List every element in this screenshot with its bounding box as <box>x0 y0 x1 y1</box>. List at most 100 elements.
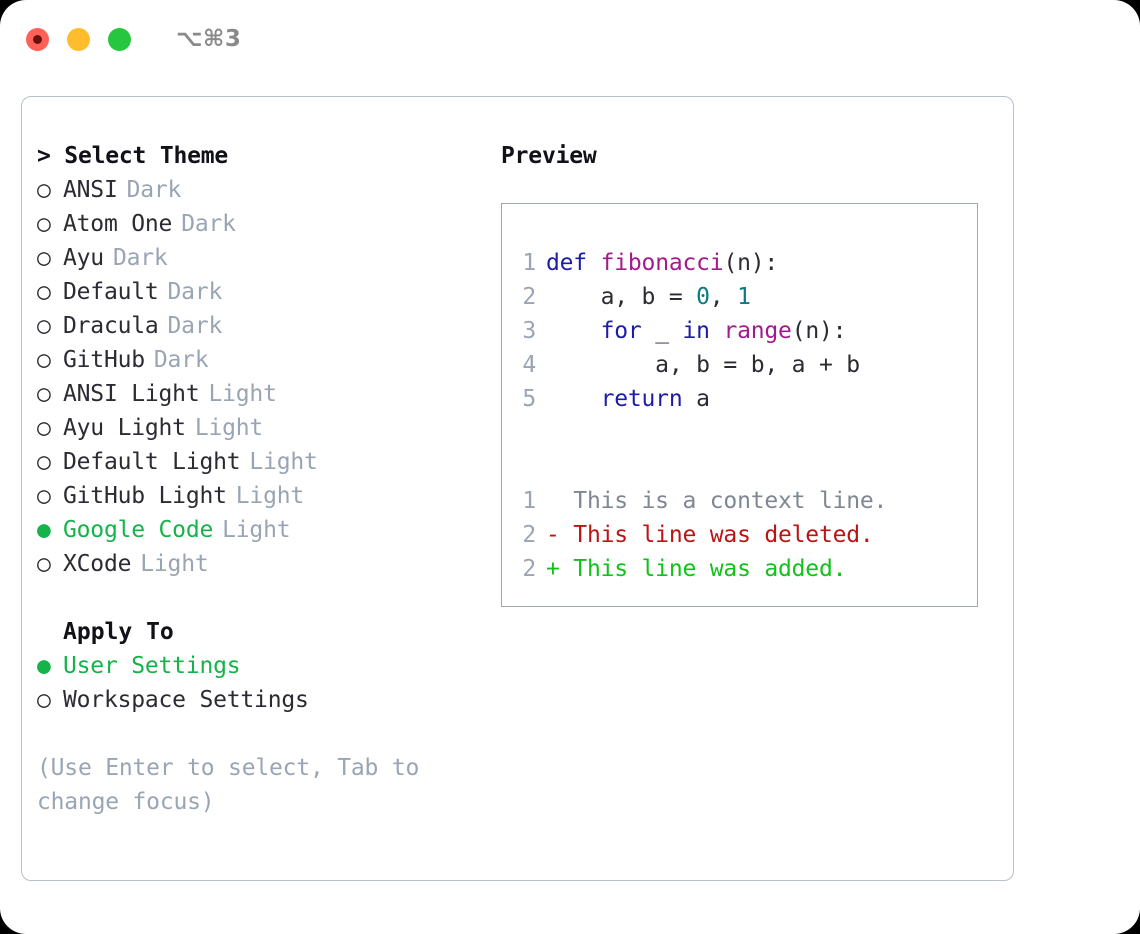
code-token-plain <box>546 386 601 412</box>
theme-option-label: GitHub <box>63 347 145 373</box>
code-token-num: 1 <box>737 284 751 310</box>
diff-line-text: This line was added. <box>559 556 847 582</box>
radio-unselected-icon[interactable]: ○ <box>37 347 51 373</box>
code-line: 3 for _ in range(n): <box>516 314 977 348</box>
theme-option-label: GitHub Light <box>63 483 227 509</box>
theme-variant-badge: Light <box>235 483 305 509</box>
select-theme-header: > Select Theme <box>37 143 229 169</box>
theme-option-xcode[interactable]: ○ XCode Light <box>37 547 492 581</box>
theme-option-label: Ayu <box>63 245 104 271</box>
window-controls <box>26 27 131 51</box>
apply-to-option-workspace-settings[interactable]: ○ Workspace Settings <box>37 683 492 717</box>
keyboard-hint-text: (Use Enter to select, Tab to change focu… <box>37 755 433 815</box>
radio-unselected-icon[interactable]: ○ <box>37 551 51 577</box>
code-token-plain <box>587 250 601 276</box>
line-number: 3 <box>522 318 536 344</box>
code-token-num: 0 <box>696 284 710 310</box>
theme-option-label: Default Light <box>63 449 241 475</box>
line-number: 5 <box>522 386 536 412</box>
theme-variant-badge: Dark <box>126 177 182 203</box>
code-token-plain <box>546 318 601 344</box>
code-token-plain: a <box>682 386 710 412</box>
code-diff-spacer <box>516 416 977 450</box>
radio-unselected-icon[interactable]: ○ <box>37 279 51 305</box>
radio-unselected-icon[interactable]: ○ <box>37 415 51 441</box>
line-number: 2 <box>522 556 536 582</box>
theme-variant-badge: Light <box>249 449 318 475</box>
theme-variant-badge: Light <box>194 415 264 441</box>
titlebar: ⌥⌘3 <box>0 0 1140 78</box>
theme-variant-badge: Dark <box>112 245 168 271</box>
code-line: 2 a, b = 0, 1 <box>516 280 977 314</box>
theme-option-label: Dracula <box>63 313 159 339</box>
code-token-kw: in <box>682 318 710 344</box>
close-button[interactable] <box>26 27 49 51</box>
theme-option-dracula[interactable]: ○ Dracula Dark <box>37 309 492 343</box>
radio-unselected-icon[interactable]: ○ <box>37 211 51 237</box>
radio-unselected-icon[interactable]: ○ <box>37 245 51 271</box>
diff-sample: 1 This is a context line. 2- This line wa… <box>516 484 977 586</box>
radio-unselected-icon[interactable]: ○ <box>37 313 51 339</box>
code-token-kw: def <box>546 250 587 276</box>
theme-option-ayu[interactable]: ○ Ayu Dark <box>37 241 492 275</box>
diff-marker: + <box>546 556 560 582</box>
theme-option-default-light[interactable]: ○ Default Light Light <box>37 445 492 479</box>
apply-to-option-user-settings[interactable]: ● User Settings <box>37 649 492 683</box>
theme-option-ansi[interactable]: ○ ANSI Dark <box>37 173 492 207</box>
code-token-plain: (n): <box>723 250 779 276</box>
theme-variant-badge: Dark <box>167 313 223 339</box>
line-number: 4 <box>522 352 536 378</box>
code-diff-spacer-2 <box>516 450 977 484</box>
diff-line-text: This is a context line. <box>559 488 888 514</box>
radio-selected-icon[interactable]: ● <box>37 517 51 543</box>
code-line-text: a, b = 0, 1 <box>546 280 751 314</box>
radio-unselected-icon[interactable]: ○ <box>37 483 51 509</box>
radio-unselected-icon[interactable]: ○ <box>37 381 51 407</box>
code-token-plain <box>710 318 724 344</box>
radio-unselected-icon[interactable]: ○ <box>37 687 51 713</box>
code-line: 5 return a <box>516 382 977 416</box>
maximize-button[interactable] <box>108 27 131 51</box>
apply-to-option-label: Workspace Settings <box>63 687 309 713</box>
theme-variant-badge: Light <box>140 551 209 577</box>
diff-marker: - <box>546 522 560 548</box>
theme-variant-badge: Light <box>222 517 291 543</box>
preview-header: Preview <box>501 143 597 169</box>
code-token-kw: return <box>600 386 683 412</box>
code-token-fn: fibonacci <box>600 250 724 276</box>
diff-line-text: This line was deleted. <box>559 522 874 548</box>
line-number: 1 <box>522 488 536 514</box>
theme-option-label: XCode <box>63 551 132 577</box>
radio-selected-icon[interactable]: ● <box>37 653 51 679</box>
diff-marker <box>546 484 560 518</box>
apply-to-option-label: User Settings <box>63 653 241 679</box>
radio-unselected-icon[interactable]: ○ <box>37 177 51 203</box>
radio-unselected-icon[interactable]: ○ <box>37 449 51 475</box>
line-number: 2 <box>522 284 536 310</box>
diff-line: 2- This line was deleted. <box>516 518 977 552</box>
code-line-text: a, b = b, a + b <box>546 348 860 382</box>
keyboard-shortcut-label: ⌥⌘3 <box>176 26 242 52</box>
theme-option-label: ANSI <box>63 177 118 203</box>
theme-variant-badge: Dark <box>167 279 223 305</box>
list-spacer <box>37 581 492 615</box>
theme-option-label: Atom One <box>63 211 173 237</box>
theme-option-github-light[interactable]: ○ GitHub Light Light <box>37 479 492 513</box>
code-token-fn: range <box>723 318 792 344</box>
theme-option-label: Default <box>63 279 159 305</box>
apply-to-list: ● User Settings ○ Workspace Settings <box>37 649 492 717</box>
line-number: 1 <box>522 250 536 276</box>
theme-option-default[interactable]: ○ Default Dark <box>37 275 492 309</box>
minimize-button[interactable] <box>67 27 90 51</box>
diff-line: 2 + This line was added. <box>516 552 977 586</box>
